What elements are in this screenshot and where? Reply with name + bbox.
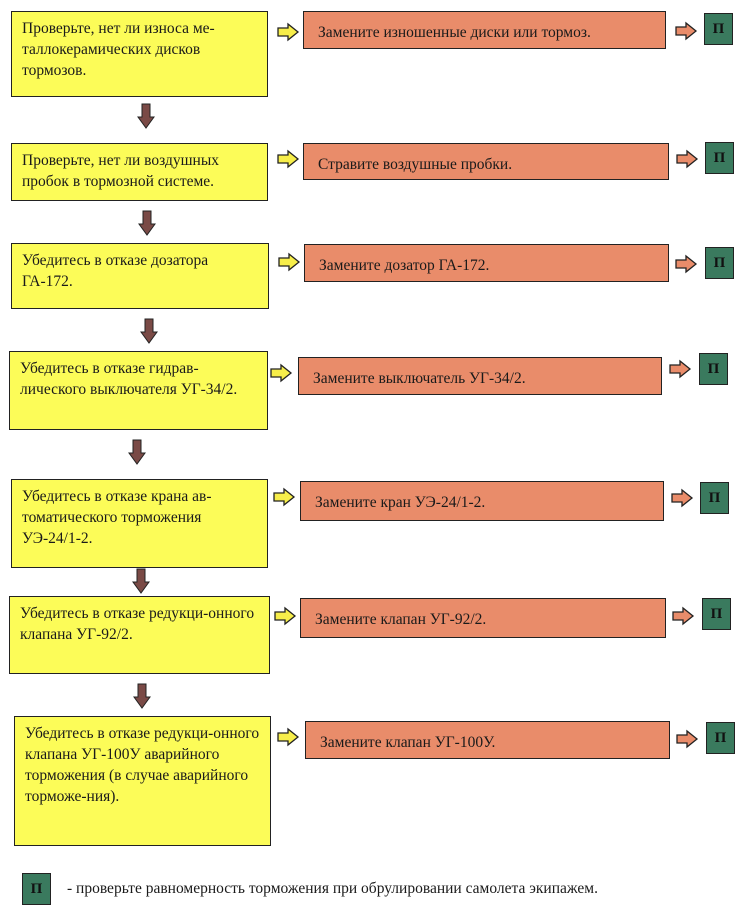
action-box-3: Замените дозатор ГА-172. xyxy=(304,244,669,282)
down-arrow-icon xyxy=(128,439,146,465)
legend-text: - проверьте равномерность торможения при… xyxy=(67,880,598,897)
check-badge-2: П xyxy=(705,142,734,174)
check-badge-1: П xyxy=(704,13,733,45)
check-box-6: Убедитесь в отказе редукци-онного клапан… xyxy=(9,596,270,674)
right-arrow-icon xyxy=(270,363,293,383)
right-arrow-icon xyxy=(676,729,699,749)
right-arrow-icon xyxy=(277,22,300,42)
right-arrow-icon xyxy=(675,254,698,274)
check-badge-7: П xyxy=(706,722,735,754)
check-box-1: Проверьте, нет ли износа ме-таллокерамич… xyxy=(11,11,268,97)
right-arrow-icon xyxy=(675,21,698,41)
action-box-2: Стравите воздушные пробки. xyxy=(303,143,669,180)
right-arrow-icon xyxy=(277,727,300,747)
action-box-6: Замените клапан УГ-92/2. xyxy=(300,598,666,638)
right-arrow-icon xyxy=(669,359,692,379)
right-arrow-icon xyxy=(676,149,699,169)
down-arrow-icon xyxy=(133,683,151,709)
check-box-2: Проверьте, нет ли воздушных пробок в тор… xyxy=(11,143,268,201)
action-box-5: Замените кран УЭ-24/1-2. xyxy=(300,481,664,521)
right-arrow-icon xyxy=(278,252,301,272)
check-box-4: Убедитесь в отказе гидрав-лического выкл… xyxy=(9,351,268,430)
check-badge-5: П xyxy=(700,482,729,514)
right-arrow-icon xyxy=(273,487,296,507)
right-arrow-icon xyxy=(277,149,300,169)
check-box-3: Убедитесь в отказе дозатора ГА-172. xyxy=(11,243,269,309)
down-arrow-icon xyxy=(132,568,150,594)
action-box-1: Замените изношенные диски или тормоз. xyxy=(303,11,666,49)
down-arrow-icon xyxy=(137,103,155,129)
check-badge-3: П xyxy=(705,247,734,279)
check-badge-6: П xyxy=(702,598,731,630)
down-arrow-icon xyxy=(138,210,156,236)
down-arrow-icon xyxy=(140,318,158,344)
right-arrow-icon xyxy=(671,488,694,508)
action-box-4: Замените выключатель УГ-34/2. xyxy=(298,357,662,395)
action-box-7: Замените клапан УГ-100У. xyxy=(305,721,670,759)
check-box-5: Убедитесь в отказе крана ав-томатическог… xyxy=(11,479,268,568)
right-arrow-icon xyxy=(672,606,695,626)
legend-badge: П xyxy=(22,873,51,905)
check-box-7: Убедитесь в отказе редукци-онного клапан… xyxy=(14,716,271,846)
check-badge-4: П xyxy=(699,353,728,385)
right-arrow-icon xyxy=(274,606,297,626)
